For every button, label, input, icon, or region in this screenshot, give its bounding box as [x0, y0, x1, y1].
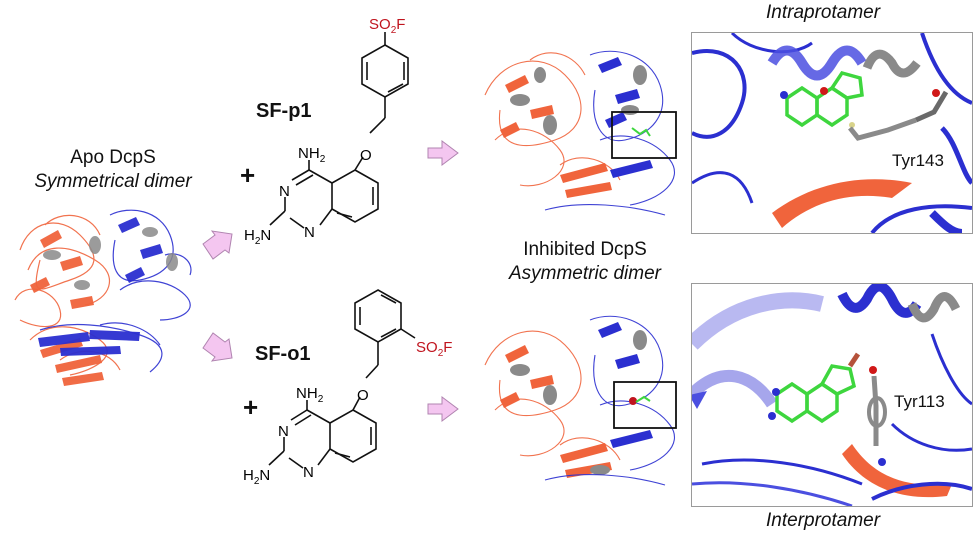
panel-bottom-heading: Interprotamer	[766, 510, 881, 531]
intraprotamer-closeup	[692, 33, 972, 233]
inhibited-title: Inhibited DcpS	[523, 239, 647, 260]
sf-o1-nh2-label: NH2	[296, 385, 324, 405]
plus-sign-bottom: +	[243, 392, 259, 422]
compound-sf-o1-name: SF-o1	[255, 343, 311, 365]
sf-o1-oxygen-label: O	[357, 387, 369, 404]
sf-o1-so2f-label: SO2F	[416, 339, 452, 359]
interprotamer-closeup	[692, 284, 972, 506]
sf-p1-h2n-label: H2N	[244, 227, 271, 247]
sf-o1-n1-label: N	[303, 464, 314, 481]
inhibited-subtitle: Asymmetric dimer	[508, 263, 661, 284]
sf-p1-n1-label: N	[304, 224, 315, 241]
inhibited-top-binding-site-box	[611, 111, 677, 159]
compound-sf-p1-name: SF-p1	[256, 100, 312, 122]
plus-sign-top: +	[240, 160, 256, 190]
apo-title: Apo DcpS	[70, 147, 156, 168]
sf-p1-n3-label: N	[279, 183, 290, 200]
tyr113-label: Tyr113	[894, 392, 945, 411]
sf-p1-so2f-label: SO2F	[369, 16, 405, 36]
interprotamer-panel: Tyr113	[691, 283, 973, 507]
sf-o1-h2n-label: H2N	[243, 467, 270, 487]
inhibited-bottom-binding-site-box	[613, 381, 677, 429]
sf-o1-n3-label: N	[278, 423, 289, 440]
tyr143-label: Tyr143	[892, 151, 944, 170]
sf-p1-oxygen-label: O	[360, 147, 372, 164]
apo-subtitle: Symmetrical dimer	[34, 171, 192, 192]
panel-top-heading: Intraprotamer	[766, 2, 881, 23]
intraprotamer-panel: Tyr143	[691, 32, 973, 234]
sf-p1-nh2-label: NH2	[298, 145, 326, 165]
